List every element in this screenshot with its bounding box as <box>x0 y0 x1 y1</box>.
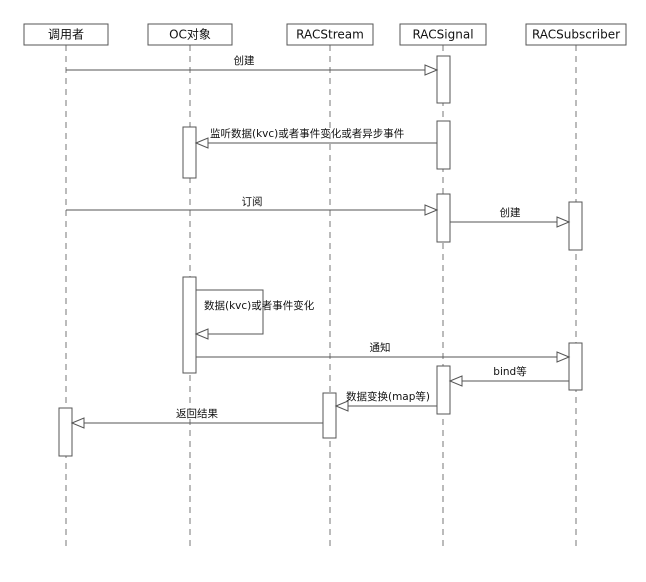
activation-signal-create <box>436 55 451 104</box>
message-subscribe-label: 订阅 <box>242 195 263 208</box>
message-notify-label: 通知 <box>370 341 391 354</box>
participant-box-caller <box>23 23 109 46</box>
participant-label-subscriber: RACSubscriber <box>532 28 620 42</box>
activation-caller-result <box>58 407 73 457</box>
activation-signal-listen <box>436 120 451 170</box>
arrow-right-icon <box>424 64 439 76</box>
message-self-change-line <box>196 289 264 335</box>
activation-oc-change <box>182 276 197 374</box>
arrow-left-icon <box>194 328 209 340</box>
arrow-left-icon <box>70 417 85 429</box>
arrow-left-icon <box>448 375 463 387</box>
activation-subscriber-create <box>568 201 583 251</box>
lifelines <box>65 45 577 548</box>
message-create-signal-label: 创建 <box>234 54 255 67</box>
message-subscribe: 订阅 <box>66 195 439 216</box>
message-listen-label: 监听数据(kvc)或者事件变化或者异步事件 <box>210 127 404 140</box>
message-notify: 通知 <box>196 341 571 363</box>
message-return-label: 返回结果 <box>176 407 218 420</box>
participant-label-signal: RACSignal <box>412 28 473 42</box>
arrow-right-icon <box>424 204 439 216</box>
message-listen: 监听数据(kvc)或者事件变化或者异步事件 <box>194 127 437 149</box>
message-transform: 数据变换(map等) <box>334 390 437 412</box>
activation-signal-bind <box>436 365 451 415</box>
participants: 调用者 OC对象 RACStream RACSignal RACSubscrib… <box>23 23 627 46</box>
participant-label-oc: OC对象 <box>169 28 211 42</box>
participant-box-subscriber <box>525 23 627 46</box>
activation-signal-subscribe <box>436 193 451 243</box>
message-bind: bind等 <box>448 365 569 387</box>
activation-bars <box>58 55 583 457</box>
message-self-change: 数据(kvc)或者事件变化 <box>194 289 315 340</box>
message-bind-label: bind等 <box>493 365 527 378</box>
message-create-subscriber: 创建 <box>450 206 571 228</box>
participant-box-stream <box>286 23 374 46</box>
activation-subscriber-notify <box>568 342 583 391</box>
messages: 创建 监听数据(kvc)或者事件变化或者异步事件 订阅 创建 数据(kvc)或者… <box>66 54 571 429</box>
message-create-signal: 创建 <box>66 54 439 76</box>
activation-oc-listen <box>182 126 197 179</box>
message-create-subscriber-label: 创建 <box>500 206 521 219</box>
arrow-right-icon <box>556 351 571 363</box>
participant-box-oc <box>147 23 233 46</box>
arrow-right-icon <box>556 216 571 228</box>
participant-label-caller: 调用者 <box>48 28 84 42</box>
participant-label-stream: RACStream <box>296 28 364 42</box>
activation-stream-map <box>322 392 337 439</box>
message-transform-label: 数据变换(map等) <box>346 390 430 403</box>
message-self-change-label: 数据(kvc)或者事件变化 <box>204 299 315 312</box>
message-return: 返回结果 <box>70 407 323 429</box>
participant-box-signal <box>399 23 487 46</box>
arrow-left-icon <box>194 137 209 149</box>
arrow-left-icon <box>334 400 349 412</box>
